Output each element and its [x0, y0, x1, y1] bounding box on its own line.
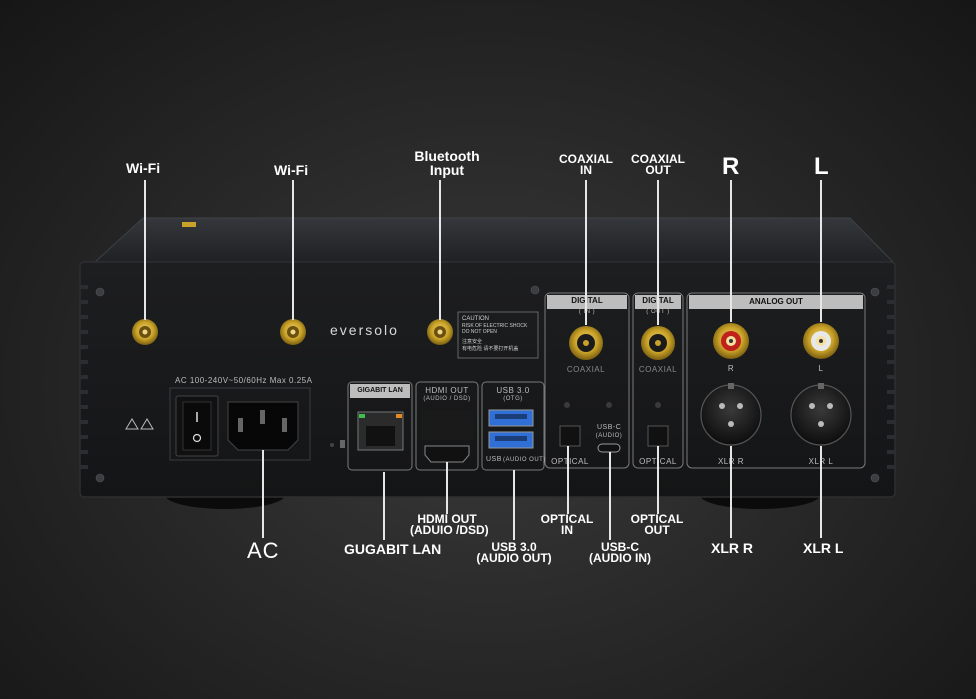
- right-fins: [887, 285, 895, 469]
- usb30-label: USB 3.0: [496, 386, 530, 395]
- brand-logo: eversolo: [330, 322, 399, 338]
- leader-wifi-2: [292, 180, 294, 320]
- leader-lan: [383, 472, 385, 540]
- leader-hdmi: [446, 462, 448, 514]
- callout-usb3-line1: USB 3.0: [491, 540, 537, 554]
- usbc-port: [597, 443, 621, 453]
- leader-l: [820, 180, 822, 322]
- callout-hdmi-out: HDMI OUT (ADUIO /DSD): [410, 512, 489, 537]
- callout-usb3-line2: (AUDIO OUT): [476, 551, 552, 566]
- digital-in-sub-label: ( IN ): [578, 309, 596, 315]
- callout-coaxial-out-line2: OUT: [645, 163, 671, 178]
- callout-r: R: [722, 153, 740, 180]
- leader-r: [730, 180, 732, 322]
- xlr-l-jack: [790, 383, 852, 446]
- callout-usbc-line2: (AUDIO IN): [589, 551, 651, 566]
- usb-otg-label: (OTG): [503, 396, 523, 402]
- power-rating: AC 100-240V~50/60Hz Max 0.25A: [175, 376, 313, 385]
- wifi-1-connector: [132, 319, 158, 345]
- coaxial-in-panel-label: COAXIAL: [566, 365, 606, 374]
- leader-xlr-l: [820, 446, 822, 538]
- coaxial-out-panel-label: COAXIAL: [638, 365, 678, 374]
- optical-in-port: [559, 425, 581, 447]
- callout-coaxial-in-line2: IN: [580, 163, 592, 178]
- callout-gigabit-lan: GUGABIT LAN: [344, 541, 442, 557]
- callout-usb3: USB 3.0 (AUDIO OUT): [476, 540, 552, 566]
- callout-xlr-r: XLR R: [711, 540, 753, 556]
- caution-line-4: 有电危险 请不要打开机盖: [462, 346, 519, 352]
- leader-wifi-1: [144, 180, 146, 320]
- callout-bluetooth: Bluetooth Input: [411, 149, 483, 177]
- lan-panel: [347, 381, 413, 471]
- rca-l-panel-label: L: [818, 364, 824, 373]
- leader-usb3: [513, 470, 515, 540]
- leader-coaxial-in: [585, 180, 587, 325]
- callout-coaxial-in: COAXIAL IN: [556, 152, 616, 178]
- callout-l: L: [814, 153, 829, 180]
- caution-line-1: RISK OF ELECTRIC SHOCK: [462, 323, 528, 329]
- leader-coaxial-out: [657, 180, 659, 325]
- leader-optical-in: [567, 446, 569, 514]
- leader-optical-out: [657, 446, 659, 514]
- wifi-2-connector: [280, 319, 306, 345]
- leader-xlr-r: [730, 446, 732, 538]
- chassis-top: [93, 217, 895, 263]
- rca-l-jack: [803, 323, 839, 359]
- warning-symbols: [125, 418, 154, 430]
- callout-optical-out: OPTICAL OUT: [627, 512, 687, 538]
- rca-r-panel-label: R: [727, 364, 735, 373]
- hdmi-port: [424, 445, 470, 463]
- leader-usbc: [609, 452, 611, 540]
- analog-out-label: ANALOG OUT: [749, 297, 803, 306]
- caution-box: [457, 311, 539, 359]
- callout-optical-in-line1: OPTICAL: [540, 512, 594, 526]
- callout-coaxial-out-line1: COAXIAL: [631, 152, 685, 166]
- callout-ac: AC: [247, 538, 280, 563]
- xlr-r-jack: [700, 383, 762, 446]
- usbc-panel-label: USB-C: [597, 424, 622, 431]
- reset-button: [340, 440, 345, 448]
- callout-wifi-1: Wi-Fi: [126, 160, 161, 176]
- caution-title: CAUTION: [462, 316, 489, 322]
- leader-ac: [262, 450, 264, 538]
- caution-line-3: 注意安全: [462, 339, 483, 345]
- coaxial-out-jack: [641, 326, 675, 360]
- callout-hdmi-out-line2: (ADUIO /DSD): [410, 523, 489, 538]
- usb-audio-out-label: (AUDIO OUT): [503, 457, 546, 463]
- gold-sticker: [182, 222, 196, 227]
- usb-bottom-label: USB: [486, 456, 502, 463]
- callout-hdmi-out-line1: HDMI OUT: [417, 512, 477, 526]
- bluetooth-connector: [427, 319, 453, 345]
- lan-label: GIGABIT LAN: [357, 387, 403, 394]
- analog-out-panel: [686, 292, 866, 469]
- power-panel: [169, 387, 311, 461]
- callout-wifi-2: Wi-Fi: [274, 162, 309, 178]
- optical-in-panel-label: OPTICAL: [551, 457, 589, 466]
- caution-line-2: DO NOT OPEN: [462, 329, 497, 335]
- callout-coaxial-in-line1: COAXIAL: [559, 152, 613, 166]
- coaxial-in-jack: [569, 326, 603, 360]
- callout-usbc: USB-C (AUDIO IN): [588, 540, 652, 566]
- iec-inlet: [227, 401, 299, 451]
- callout-xlr-l: XLR L: [803, 540, 844, 556]
- usbc-sub-label: (AUDIO): [595, 433, 623, 439]
- digital-in-panel: [544, 292, 630, 469]
- optical-out-port: [647, 425, 669, 447]
- left-fins: [80, 285, 88, 469]
- leader-bluetooth: [439, 180, 441, 320]
- callout-optical-out-line1: OPTICAL: [630, 512, 684, 526]
- callout-coaxial-out: COAXIAL OUT: [628, 152, 688, 178]
- callout-bluetooth-line1: Bluetooth: [414, 148, 480, 164]
- hdmi-sub-label: (AUDIO / DSD): [423, 396, 471, 402]
- callout-bluetooth-line2: Input: [429, 162, 465, 178]
- callout-optical-out-line2: OUT: [644, 523, 670, 538]
- callout-usbc-line1: USB-C: [601, 540, 639, 554]
- callout-optical-in: OPTICAL IN: [537, 512, 597, 538]
- rca-r-jack: [713, 323, 749, 359]
- digital-in-label: DIGITAL: [571, 296, 603, 305]
- callout-optical-in-line2: IN: [561, 523, 573, 538]
- hdmi-label: HDMI OUT: [425, 386, 469, 395]
